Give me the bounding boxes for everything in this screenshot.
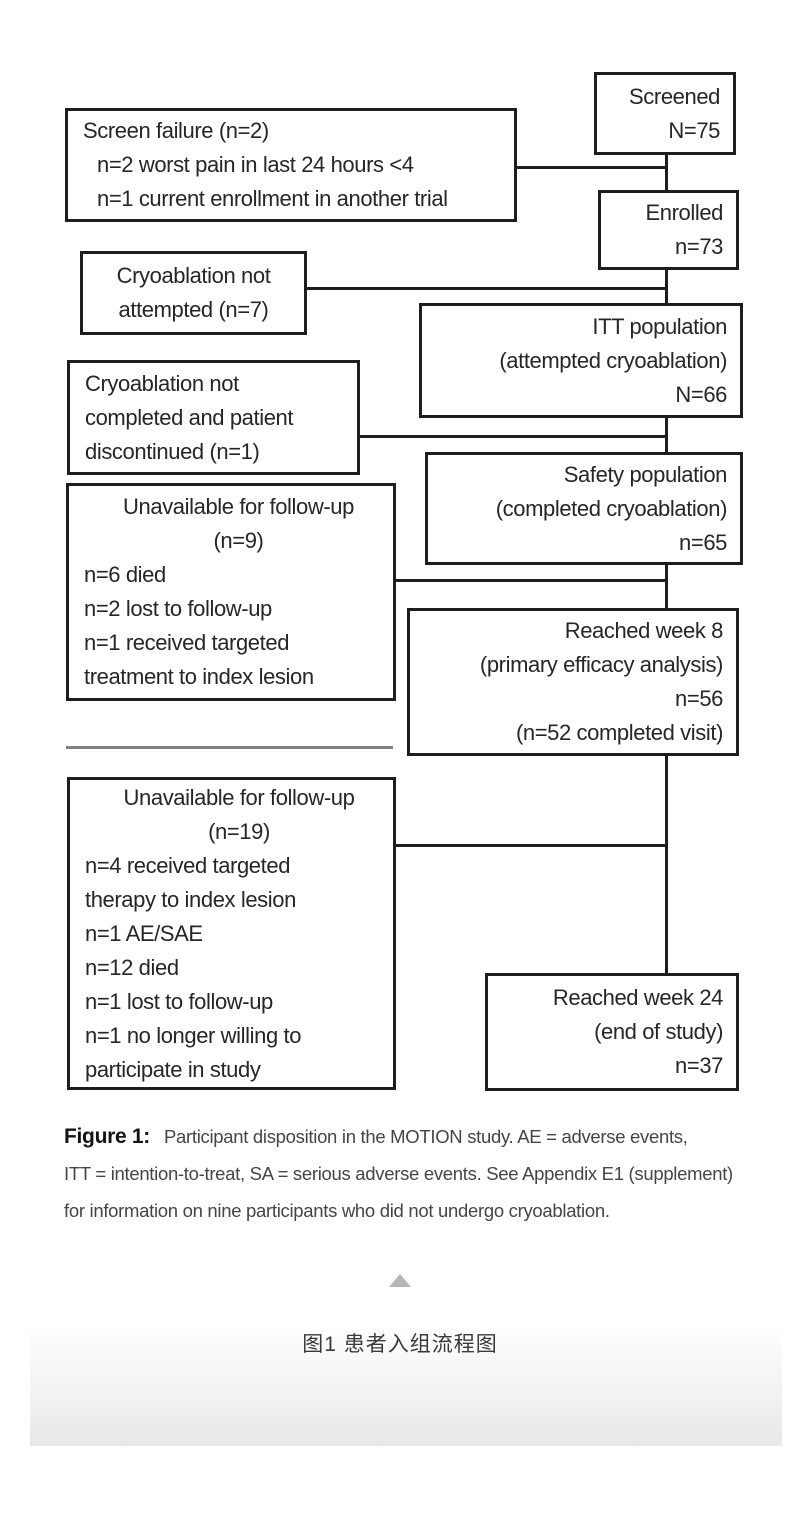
connector-unavailable19-branch [394,844,667,847]
flow-box-line: completed and patient [85,404,294,430]
flow-box-line: attempted (n=7) [118,297,269,322]
flow-box-safety-population: Safety population (completed cryoablatio… [425,452,743,565]
flow-box-line: n=1 AE/SAE [85,920,203,946]
flow-box-line: n=1 lost to follow-up [85,988,273,1014]
flow-box-line: Reached week 8 [564,618,724,643]
connector-cryo-not-completed-branch [358,435,667,438]
flow-box-count: (n=9) [213,528,264,553]
flow-box-line: Screen failure (n=2) [83,118,269,143]
flow-box-line: (completed cryoablation) [495,495,728,521]
flow-box-line: Safety population [563,461,728,487]
flow-box-count: n=37 [675,1053,723,1078]
caption-line: Figure 1: Participant disposition in the … [64,1118,774,1155]
flow-box-line: therapy to index lesion [85,886,296,912]
flow-box-line: discontinued (n=1) [85,438,260,464]
flow-box-line: n=4 received targeted [85,852,291,878]
connector-unavailable9-branch [394,579,667,582]
figure-title-zh: 图1 患者入组流程图 [302,1333,498,1356]
connector-enrolled-itt [665,268,668,305]
flow-box-unavailable-followup-9: Unavailable for follow-up (n=9) n=6 died… [66,483,396,701]
flow-box-line: n=2 lost to follow-up [84,596,272,621]
caption-text: Participant disposition in the MOTION st… [163,1126,688,1147]
flow-box-line: n=1 received targeted [84,630,290,655]
flow-box-count: n=56 [675,686,723,711]
connector-screen-failure-branch [515,166,667,169]
flow-box-count: n=73 [675,234,723,259]
collapse-up-triangle-icon[interactable] [389,1274,411,1287]
flow-box-cryoablation-not-attempted: Cryoablation not attempted (n=7) [80,251,307,335]
flow-box-line: (end of study) [594,1019,723,1044]
flow-box-line: n=1 no longer willing to [85,1022,302,1048]
connector-week8-week24 [665,754,668,975]
flow-box-count: n=65 [679,529,727,555]
connector-cryo-not-attempted-branch [305,287,667,290]
flow-box-line: Screened [629,83,720,109]
flow-box-reached-week24: Reached week 24 (end of study) n=37 [485,973,739,1091]
flow-box-line: n=1 current enrollment in another trial [97,186,448,211]
flow-box-line: (attempted cryoablation) [499,347,727,373]
flow-box-count: N=75 [668,117,720,143]
flow-box-count: N=66 [675,381,727,407]
flow-box-unavailable-followup-19: Unavailable for follow-up (n=19) n=4 rec… [67,777,396,1090]
flow-box-line: (primary efficacy analysis) [479,652,723,677]
flow-box-line: Enrolled [645,200,723,225]
flow-box-line: n=6 died [84,562,166,587]
flow-box-reached-week8: Reached week 8 (primary efficacy analysi… [407,608,739,756]
flow-box-line: Reached week 24 [552,985,724,1010]
flow-box-screened: Screened N=75 [594,72,736,155]
flow-box-line: n=12 died [85,954,179,980]
bottom-fade-panel [30,1320,782,1446]
flow-box-heading: Unavailable for follow-up [123,784,355,810]
caption-line: for information on nine participants who… [64,1200,610,1221]
caption-line: ITT = intention-to-treat, SA = serious a… [64,1163,733,1184]
flow-box-line: (n=52 completed visit) [515,720,723,745]
flow-box-line: Cryoablation not [116,263,271,288]
flow-box-line: ITT population [592,313,727,339]
flow-box-line: Cryoablation not [85,370,239,396]
flow-box-screen-failure: Screen failure (n=2) n=2 worst pain in l… [65,108,517,222]
figure-caption: Figure 1: Participant disposition in the … [64,1118,774,1229]
flow-box-count: (n=19) [208,818,270,844]
connector-safety-week8 [665,563,668,610]
flow-box-itt-population: ITT population (attempted cryoablation) … [419,303,743,418]
flow-box-line: n=2 worst pain in last 24 hours <4 [97,152,414,177]
flow-box-enrolled: Enrolled n=73 [598,190,739,270]
connector-screened-enrolled [665,154,668,192]
flow-box-line: treatment to index lesion [84,664,314,689]
figure-label: Figure 1: [64,1125,150,1148]
flow-box-line: participate in study [85,1056,261,1082]
flow-box-heading: Unavailable for follow-up [123,494,354,519]
section-divider-line [66,746,393,749]
flow-box-cryoablation-not-completed: Cryoablation not completed and patient d… [67,360,360,475]
